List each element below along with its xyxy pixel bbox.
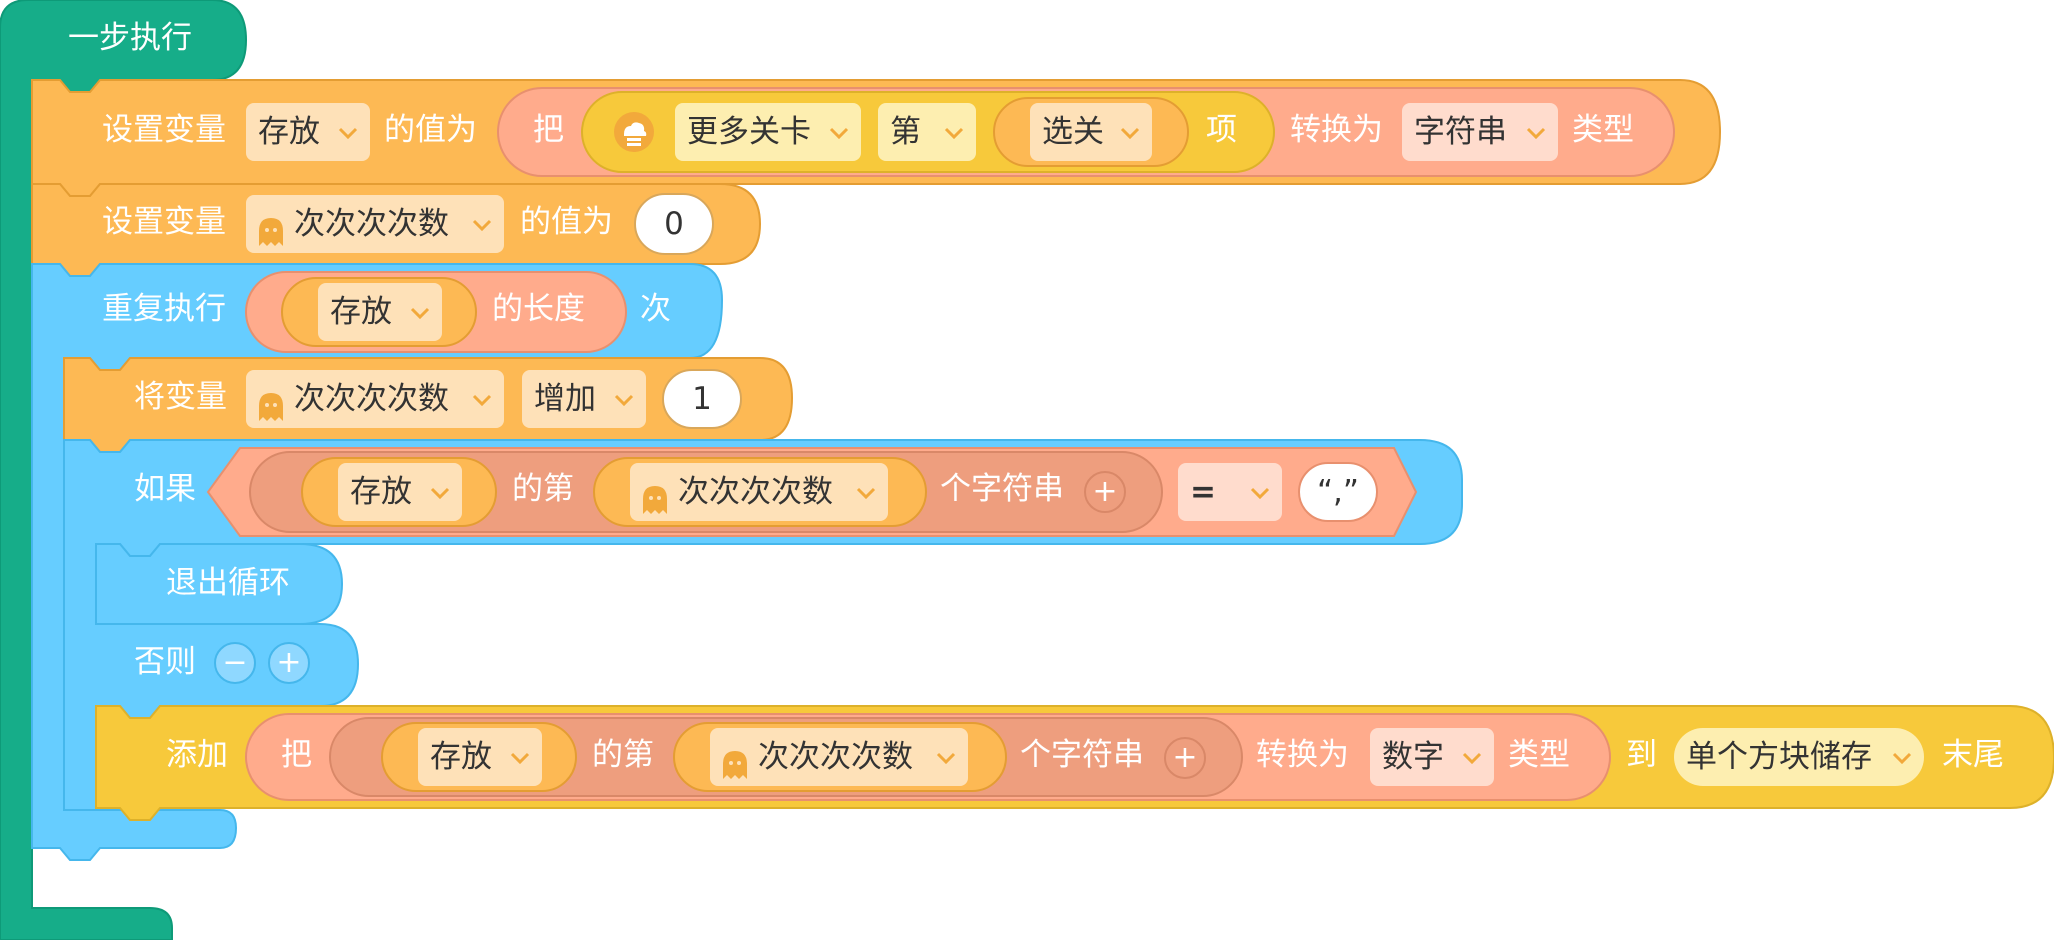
block7-to-label: 到 [1626,737,1657,773]
block2-var-dropdown[interactable]: 次次次次数 [246,195,504,253]
block1-value-label: 的值为 [384,112,477,148]
else-plus-button[interactable]: + [268,642,310,684]
else-label: 否则 [134,644,196,680]
block2-value-input[interactable]: 0 [634,193,714,255]
block6-shape [95,543,344,625]
ghost-icon [722,741,748,779]
block3-length-label: 的长度 [492,291,585,327]
block1-convert-label: 转换为 [1290,112,1383,148]
block7-type-dropdown[interactable]: 数字 [1370,728,1494,786]
block5-char-label: 个字符串 [940,471,1064,507]
block6-label[interactable]: 退出循环 [166,565,290,601]
cloud-list-icon [614,112,654,152]
ghost-icon [642,476,668,514]
block7-index-text: 次次次次数 [758,739,913,775]
chevron-down-icon [430,463,450,521]
block1-type-text: 字符串 [1414,114,1507,150]
block7-list-text: 单个方块储存 [1686,739,1872,775]
chevron-down-icon [472,370,492,428]
block7-end-label: 末尾 [1942,737,2004,773]
block4-var-dropdown[interactable]: 次次次次数 [246,370,504,428]
block7-type-suffix: 类型 [1508,737,1570,773]
chevron-down-icon [1526,103,1546,161]
block5-label[interactable]: 如果 [134,471,196,507]
block5-index-dropdown[interactable]: 次次次次数 [630,463,888,521]
block1-list-text: 更多关卡 [687,114,811,150]
block7-str-dropdown[interactable]: 存放 [418,728,542,786]
block7-type-text: 数字 [1382,739,1444,775]
block7-nth-label: 的第 [592,737,654,773]
block1-var-dropdown[interactable]: 存放 [246,103,370,161]
block3-var-dropdown[interactable]: 存放 [318,283,442,341]
block2-var-text: 次次次次数 [294,206,449,242]
block4-var-text: 次次次次数 [294,381,449,417]
block7-index-dropdown[interactable]: 次次次次数 [710,728,968,786]
block7-str-text: 存放 [430,739,492,775]
block5-nth-label: 的第 [512,471,574,507]
block2-label[interactable]: 设置变量 [102,204,226,240]
chevron-down-icon [829,103,849,161]
chevron-down-icon [856,463,876,521]
block7-char-label: 个字符串 [1020,737,1144,773]
block1-convert-prefix: 把 [533,112,564,148]
chevron-down-icon [410,283,430,341]
block1-label[interactable]: 设置变量 [102,112,226,148]
block5-index-text: 次次次次数 [678,474,833,510]
block1-index-prefix-dropdown[interactable]: 第 [878,103,976,161]
block5-compare-input[interactable]: “,” [1298,462,1378,522]
ghost-icon [258,208,284,246]
chevron-down-icon [614,370,634,428]
ghost-icon [258,383,284,421]
block1-type-dropdown[interactable]: 字符串 [1402,103,1558,161]
block7-plus-button[interactable]: + [1164,737,1206,779]
chevron-down-icon [936,728,956,786]
block7-convert-prefix: 把 [281,737,312,773]
block7-list-dropdown[interactable]: 单个方块储存 [1674,728,1924,786]
chevron-down-icon [510,728,530,786]
block5-compare-text: = [1190,474,1216,510]
block5-compare-dropdown[interactable]: = [1178,463,1282,521]
event-block-label[interactable]: 一步执行 [68,20,192,56]
block5-str-text: 存放 [350,474,412,510]
block3-times-label: 次 [640,291,671,327]
chevron-down-icon [472,195,492,253]
block4-value-input[interactable]: 1 [662,369,742,429]
block2-value-label: 的值为 [520,204,613,240]
block5-str-dropdown[interactable]: 存放 [338,463,462,521]
chevron-down-icon [1120,103,1140,161]
chevron-down-icon [338,103,358,161]
chevron-down-icon [1462,728,1482,786]
else-minus-button[interactable]: − [214,642,256,684]
block4-op-text: 增加 [534,381,596,417]
block1-index-var-text: 选关 [1042,114,1104,150]
block3-label[interactable]: 重复执行 [102,291,226,327]
block5-plus-button[interactable]: + [1084,471,1126,513]
chevron-down-icon [944,103,964,161]
block3-var-text: 存放 [330,294,392,330]
block1-var-text: 存放 [258,114,320,150]
block1-item-label: 项 [1206,112,1237,148]
block1-type-suffix: 类型 [1572,112,1634,148]
block1-index-prefix-text: 第 [890,114,921,150]
block4-label[interactable]: 将变量 [134,379,227,415]
block1-list-dropdown[interactable]: 更多关卡 [675,103,861,161]
block4-op-dropdown[interactable]: 增加 [522,370,646,428]
chevron-down-icon [1892,728,1912,786]
block7-convert-label: 转换为 [1256,737,1349,773]
block7-label[interactable]: 添加 [166,737,228,773]
chevron-down-icon [1250,463,1270,521]
block1-index-var-dropdown[interactable]: 选关 [1030,103,1152,161]
